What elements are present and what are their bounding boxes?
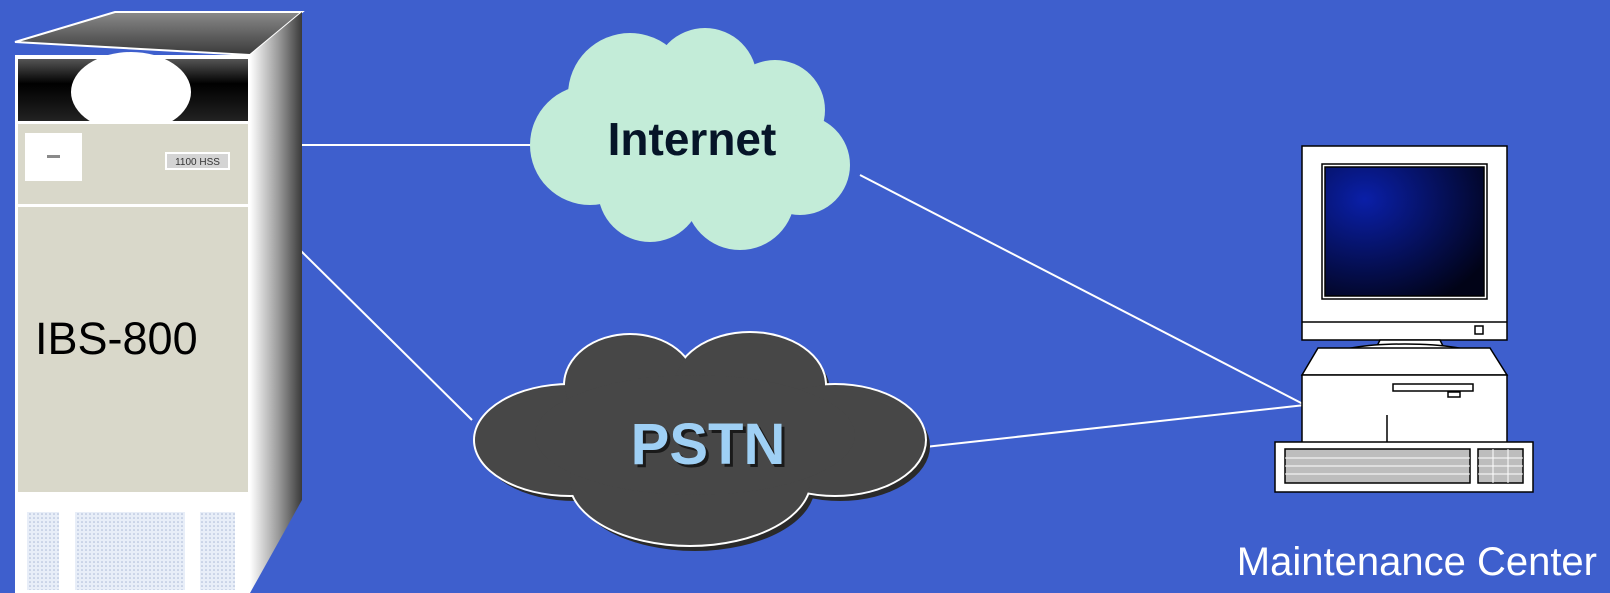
computer-case-top — [1300, 347, 1509, 376]
server-model-tag: 1100 HSS — [175, 157, 220, 168]
workstation-caption: Maintenance Center — [1237, 540, 1597, 584]
link-pstn-workstation — [924, 404, 1306, 448]
server-logo-blob — [71, 52, 191, 132]
floppy-button — [1447, 391, 1461, 398]
pstn-label: PSTN — [631, 412, 786, 477]
link-server-pstn — [299, 249, 473, 421]
monitor-screen — [1324, 166, 1485, 297]
pstn-label-shadow: PSTN — [634, 415, 789, 480]
internet-cloud: Internet — [530, 28, 850, 250]
links — [299, 144, 1306, 448]
server-name-label: IBS-800 — [35, 313, 198, 364]
server-main-panel — [18, 207, 248, 492]
link-internet-workstation — [859, 174, 1306, 406]
pstn-cloud: PSTN PSTN — [473, 331, 930, 551]
monitor-power-button — [1474, 325, 1484, 335]
internet-label: Internet — [608, 113, 777, 165]
server-tower: 1100 HSS IBS-800 — [14, 11, 305, 593]
workstation — [1274, 145, 1534, 493]
server-vent-center — [75, 512, 185, 590]
server-drive-slot — [47, 155, 60, 158]
server-vent-left — [27, 512, 59, 590]
server-vent-right — [200, 512, 235, 590]
server-side-face — [250, 12, 302, 593]
server-model-plate-inner — [167, 154, 228, 168]
floppy-drive — [1392, 383, 1474, 392]
